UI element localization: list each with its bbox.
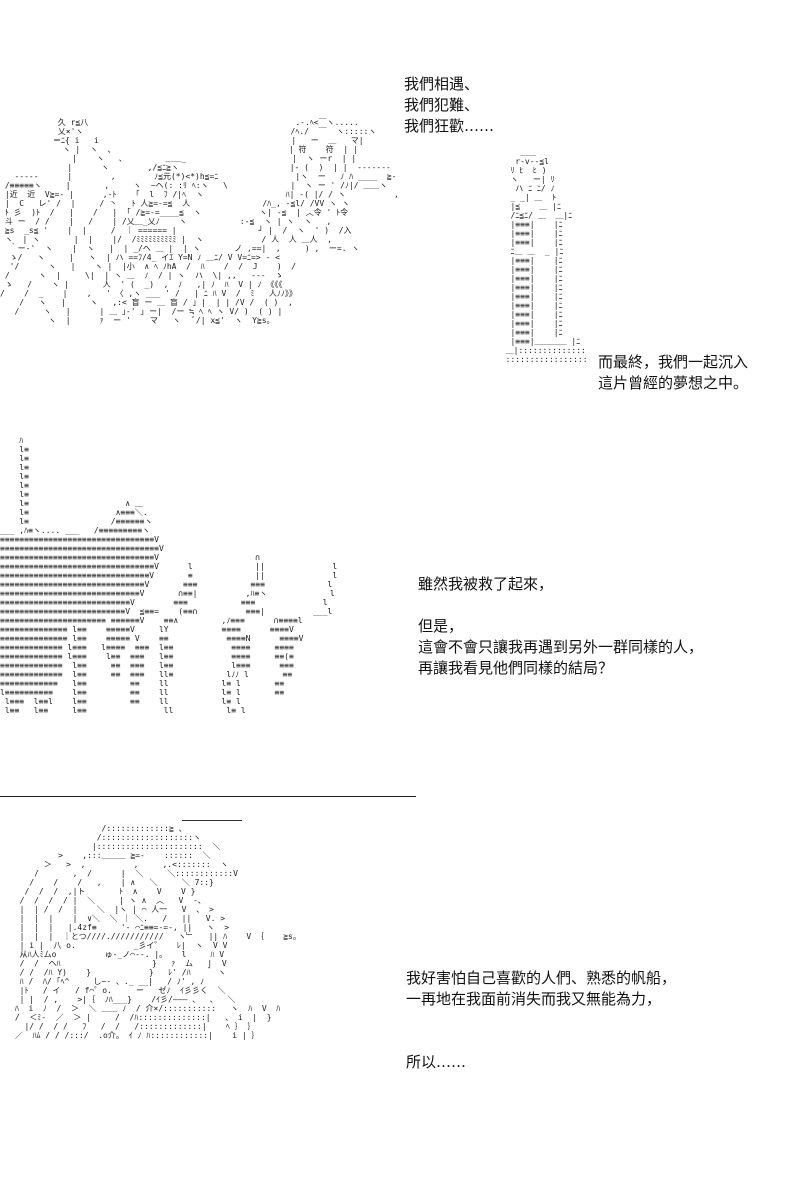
caption-line: 而最終，我們一起沉入	[598, 353, 749, 371]
caption-line: 再讓我看見他們同樣的結局？	[418, 659, 614, 677]
caption-line: 所以……	[406, 1053, 467, 1071]
caption-line: 我好害怕自己喜歡的人們、熟悉的帆船，	[406, 969, 677, 987]
caption-line: 一再地在我面前消失而我又無能為力，	[406, 990, 662, 1008]
hat-top-line	[182, 820, 242, 821]
panel-silhouettes: ﾊ l≡ l≡ l≡ l≡ l≡ l≡ l≡ ∧ ＿ l≡ ∧≡≡≡＼. l≡ …	[0, 420, 800, 810]
caption-line: 我們犯難、	[404, 96, 480, 114]
caption-line: 我們狂歡……	[404, 117, 495, 135]
caption-line: 雖然我被救了起來，	[418, 575, 554, 593]
panel-crew-memories: 我們相遇、 我們犯難、 我們狂歡…… 久 r≦八 .-.ﾍ<￣ヽ..... 乂×…	[0, 0, 800, 420]
caption-fear: 我好害怕自己喜歡的人們、熟悉的帆船， 一再地在我面前消失而我又無能為力， 所以……	[406, 968, 676, 1073]
crew-group-ascii-art: 久 r≦八 .-.ﾍ<￣ヽ..... 乂×'ヽ /ﾍ./ ￣ ヽ:::::ヽ ＝…	[0, 118, 399, 325]
caption-sinking-dream: 而最終，我們一起沉入 這片曾經的夢想之中。	[598, 352, 748, 394]
caption-rescued-doubt: 雖然我被救了起來， 但是， 這會不會只讓我再遇到另外一群同樣的人， 再讓我看見他…	[418, 574, 703, 679]
caption-line: 這片曾經的夢想之中。	[598, 374, 749, 392]
panel-crying-face: /:::::::::::::≧ 、 /:::::::::::::::::::ヽ …	[0, 810, 800, 1200]
caption-line: 我們相遇、	[404, 75, 480, 93]
crying-face-ascii-art: /:::::::::::::≧ 、 /:::::::::::::::::::ヽ …	[14, 824, 301, 1040]
caption-memories: 我們相遇、 我們犯難、 我們狂歡……	[404, 74, 494, 137]
tall-figure-ascii-art: ＿＿ r-v--≦l ﾘ ﾋ ﾋ ) ヽ ー| ﾘ ハ ﾆ ﾆ/ ﾉ _ _| …	[505, 148, 586, 364]
caption-line: 但是，	[418, 617, 464, 635]
silhouette-crowd-ascii-art: ﾊ l≡ l≡ l≡ l≡ l≡ l≡ l≡ ∧ ＿ l≡ ∧≡≡≡＼. l≡ …	[0, 436, 338, 715]
ground-line	[0, 796, 416, 797]
caption-line: 這會不會只讓我再遇到另外一群同樣的人，	[418, 638, 704, 656]
